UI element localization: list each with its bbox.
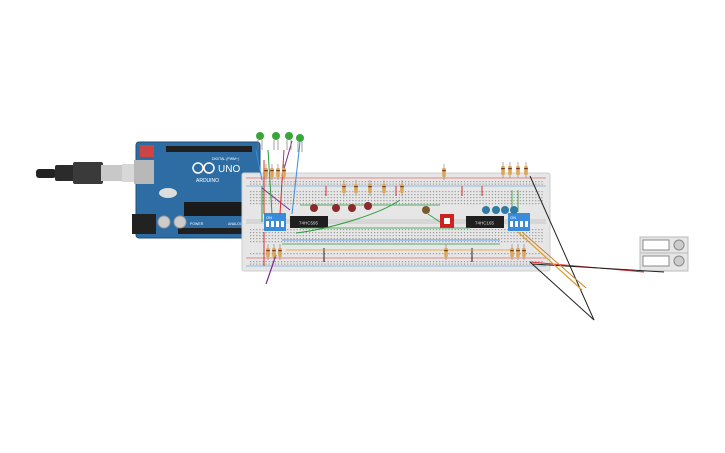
resistor[interactable] — [266, 244, 270, 260]
usb-port — [134, 160, 154, 184]
power-header-label: POWER — [190, 222, 204, 226]
green-led[interactable] — [285, 132, 293, 150]
wire-orange[interactable] — [521, 231, 587, 289]
blue-led[interactable] — [510, 206, 518, 214]
red-led[interactable] — [364, 202, 372, 210]
wire-purple[interactable] — [261, 187, 291, 211]
analog-header-label: ANALOG IN — [228, 222, 248, 226]
brown-led[interactable] — [422, 206, 430, 214]
resistor[interactable] — [444, 244, 448, 260]
blue-led-group — [482, 206, 518, 214]
green-led[interactable] — [272, 132, 280, 150]
resistor[interactable] — [442, 164, 446, 180]
resistor[interactable] — [516, 162, 520, 178]
red-led[interactable] — [310, 204, 318, 212]
dip-switch-right-label: ON — [510, 215, 516, 220]
resistor[interactable] — [282, 164, 286, 180]
breadboard-holes — [250, 181, 543, 265]
resistor[interactable] — [382, 180, 386, 196]
shift-register-chip-left[interactable]: 74HC595 — [290, 216, 328, 228]
red-led[interactable] — [348, 204, 356, 212]
crystal — [159, 188, 177, 198]
wire-orange[interactable] — [517, 231, 583, 291]
chip-label-right: 74HC165 — [475, 221, 495, 226]
resistor[interactable] — [368, 180, 372, 196]
resistor[interactable] — [522, 244, 526, 260]
chip-label-left: 74HC595 — [299, 221, 319, 226]
microcontroller-chip — [184, 202, 250, 216]
green-led[interactable] — [256, 132, 264, 150]
resistor[interactable] — [278, 244, 282, 260]
green-led[interactable] — [296, 134, 304, 152]
blue-led[interactable] — [501, 206, 509, 214]
push-button[interactable] — [440, 214, 454, 228]
resistor[interactable] — [342, 180, 346, 196]
dip-switch-left[interactable]: ON — [264, 213, 286, 231]
blue-led[interactable] — [482, 206, 490, 214]
red-led[interactable] — [332, 204, 340, 212]
green-led-group — [256, 132, 304, 152]
digital-header-label: DIGITAL (PWM~) — [212, 157, 239, 161]
resistor[interactable] — [264, 164, 268, 180]
board-model-label: UNO — [218, 164, 240, 175]
analog-header[interactable] — [178, 228, 252, 234]
resistor[interactable] — [508, 162, 512, 178]
wire-red[interactable] — [279, 149, 285, 215]
resistor[interactable] — [516, 244, 520, 260]
usb-cable[interactable] — [36, 162, 138, 184]
wire-green[interactable] — [267, 149, 273, 215]
wire-green[interactable] — [427, 213, 441, 223]
digital-header[interactable] — [166, 146, 252, 152]
resistor[interactable] — [270, 164, 274, 180]
wire-green[interactable] — [295, 199, 401, 234]
resistor[interactable] — [276, 164, 280, 180]
shift-register-chip-right[interactable]: 74HC165 — [466, 216, 504, 228]
dip-switch-right[interactable]: ON — [508, 213, 530, 231]
dip-switch-left-label: ON — [266, 215, 272, 220]
board-brand-label: ARDUINO — [196, 178, 219, 184]
red-led-group — [310, 202, 430, 214]
arduino-logo-icon — [192, 162, 215, 174]
wire-blue[interactable] — [291, 141, 301, 215]
resistor[interactable] — [524, 162, 528, 178]
wire-black[interactable] — [529, 261, 595, 321]
resistor[interactable] — [501, 162, 505, 178]
resistor[interactable] — [400, 180, 404, 196]
battery-pack-bottom[interactable] — [639, 252, 689, 272]
resistor[interactable] — [354, 180, 358, 196]
resistor-group — [264, 162, 528, 260]
power-jack — [132, 214, 156, 234]
blue-led[interactable] — [492, 206, 500, 214]
reset-button[interactable] — [140, 145, 154, 157]
breadboard[interactable] — [241, 172, 551, 272]
breadboard-center-channel — [246, 219, 546, 224]
battery-pack-top[interactable] — [639, 236, 689, 254]
resistor[interactable] — [272, 244, 276, 260]
wire-black[interactable] — [529, 175, 595, 321]
resistor[interactable] — [510, 244, 514, 260]
wire-blue[interactable] — [255, 149, 263, 181]
arduino-uno-board[interactable]: UNO ARDUINO DIGITAL (PWM~) POWER ANALOG … — [132, 141, 261, 239]
